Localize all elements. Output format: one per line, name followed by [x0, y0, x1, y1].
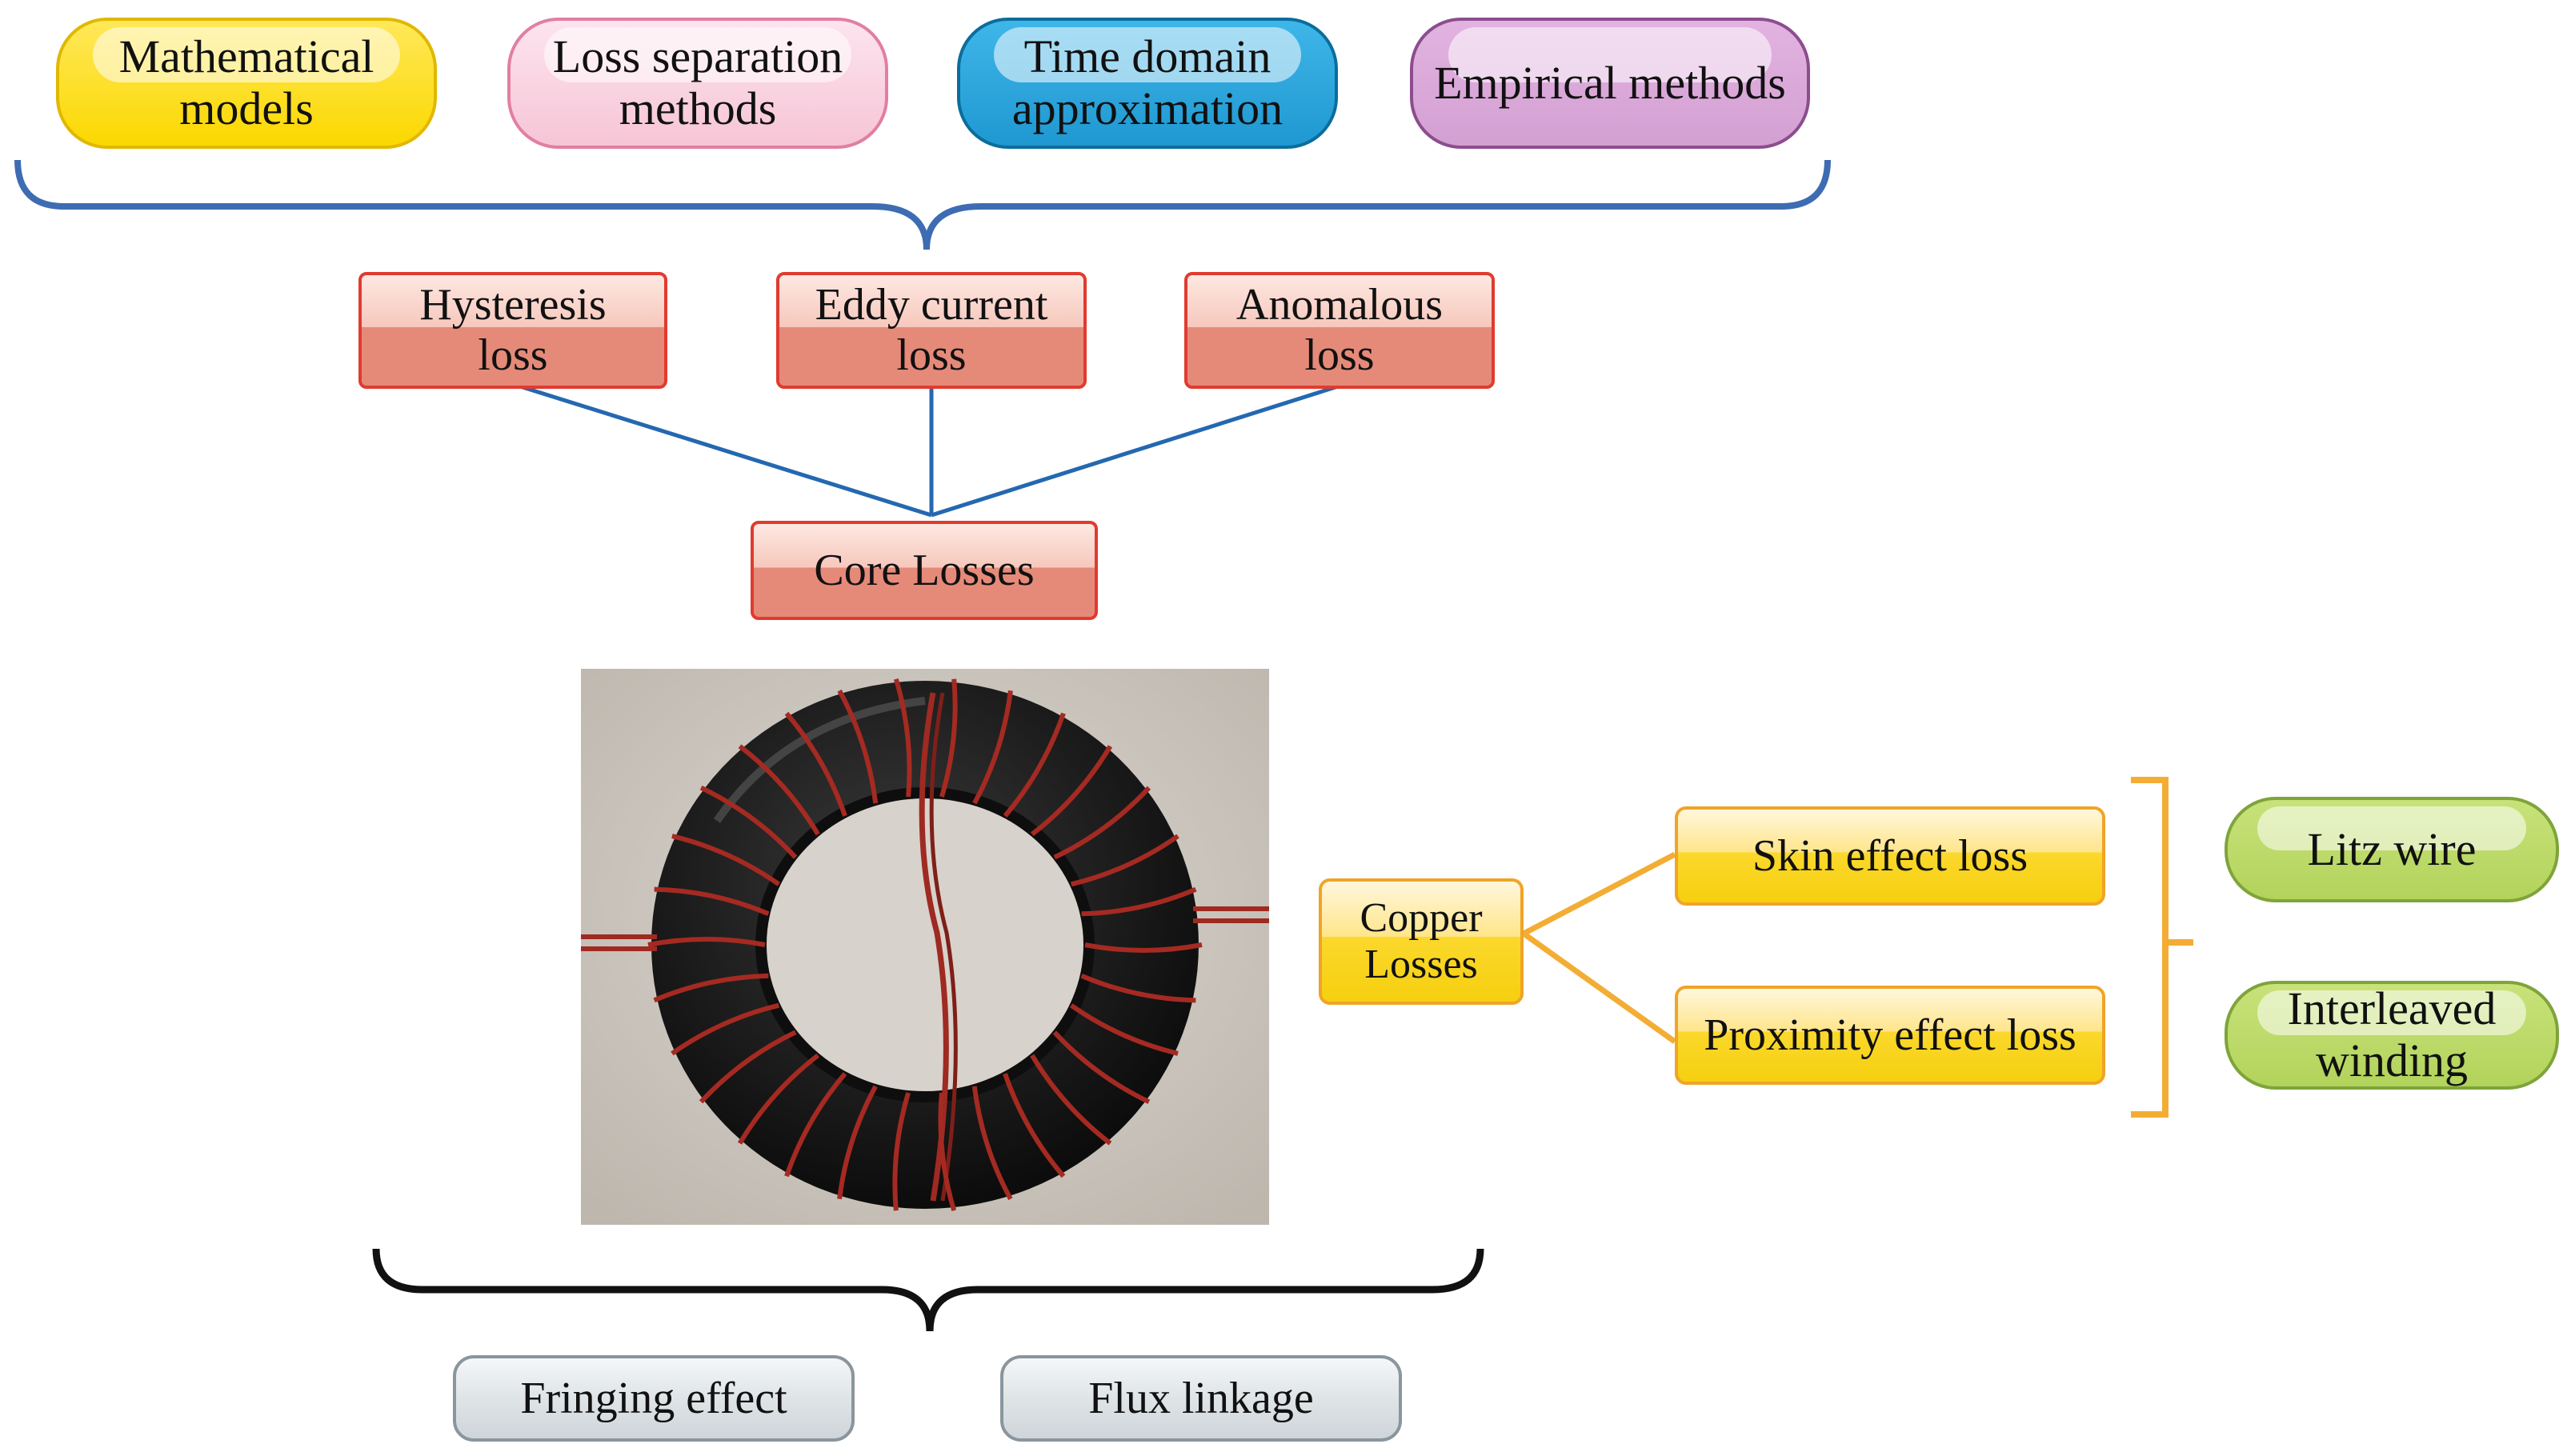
- winding-turn: [1003, 712, 1066, 818]
- method-mathematical-models: Mathematical models: [56, 18, 437, 149]
- methods-brace: [14, 159, 1831, 250]
- winding-turn: [738, 744, 820, 836]
- anomalous-loss-box: Anomalous loss: [1184, 272, 1495, 389]
- copper-losses-box: Copper Losses: [1319, 878, 1524, 1005]
- winding-turn: [971, 1086, 1013, 1201]
- toroidal-inductor-photo: [581, 669, 1269, 1225]
- winding-turn: [671, 834, 781, 886]
- litz-wire-box: Litz wire: [2225, 797, 2559, 902]
- winding-turn: [893, 678, 912, 798]
- winding-turn: [1071, 834, 1179, 887]
- winding-turn: [784, 1072, 847, 1178]
- winding-turn: [1080, 973, 1196, 1003]
- hysteresis-loss-box: Hysteresis loss: [358, 272, 667, 389]
- bottom-brace: [372, 1248, 1484, 1332]
- proximity-effect-loss-box: Proximity effect loss: [1675, 986, 2105, 1085]
- winding-turn: [1003, 1073, 1066, 1178]
- winding-turn: [1081, 886, 1197, 917]
- method-empirical: Empirical methods: [1410, 18, 1810, 149]
- interleaved-winding-box: Interleaved winding: [2225, 981, 2559, 1090]
- winding-turn: [737, 1053, 820, 1145]
- winding-turn: [938, 1092, 957, 1212]
- winding-turn: [972, 690, 1013, 805]
- solutions-bracket: [2131, 777, 2193, 1118]
- winding-turn: [892, 1092, 911, 1211]
- method-time-domain-approximation: Time domain approximation: [957, 18, 1338, 149]
- hysteresis-link: [519, 384, 932, 518]
- proximity-link: [1521, 931, 1677, 1044]
- winding-turn: [939, 678, 958, 798]
- winding-turn: [1030, 745, 1113, 837]
- winding-turn: [837, 689, 879, 804]
- flux-linkage-box: Flux linkage: [1000, 1355, 1402, 1442]
- winding-turn: [653, 973, 769, 1003]
- winding-turn: [1053, 786, 1151, 860]
- winding-turn: [1069, 1003, 1179, 1056]
- eddy-current-loss-box: Eddy current loss: [776, 272, 1087, 389]
- skin-effect-loss-box: Skin effect loss: [1675, 806, 2105, 906]
- method-loss-separation: Loss separation methods: [507, 18, 888, 149]
- skin-link: [1522, 851, 1676, 937]
- winding-turn: [699, 785, 798, 859]
- winding-turn: [647, 937, 766, 947]
- winding-turn: [699, 1030, 797, 1104]
- winding-turn: [671, 1002, 779, 1056]
- winding-turn: [1030, 1054, 1112, 1146]
- winding-turn: [837, 1085, 878, 1200]
- winding-turn: [784, 711, 847, 817]
- winding-turn: [1052, 1030, 1151, 1105]
- winding-turn: [1084, 942, 1203, 953]
- winding-turn: [654, 886, 770, 917]
- anomalous-link: [931, 384, 1339, 518]
- core-losses-box: Core Losses: [751, 521, 1098, 620]
- fringing-effect-box: Fringing effect: [453, 1355, 855, 1442]
